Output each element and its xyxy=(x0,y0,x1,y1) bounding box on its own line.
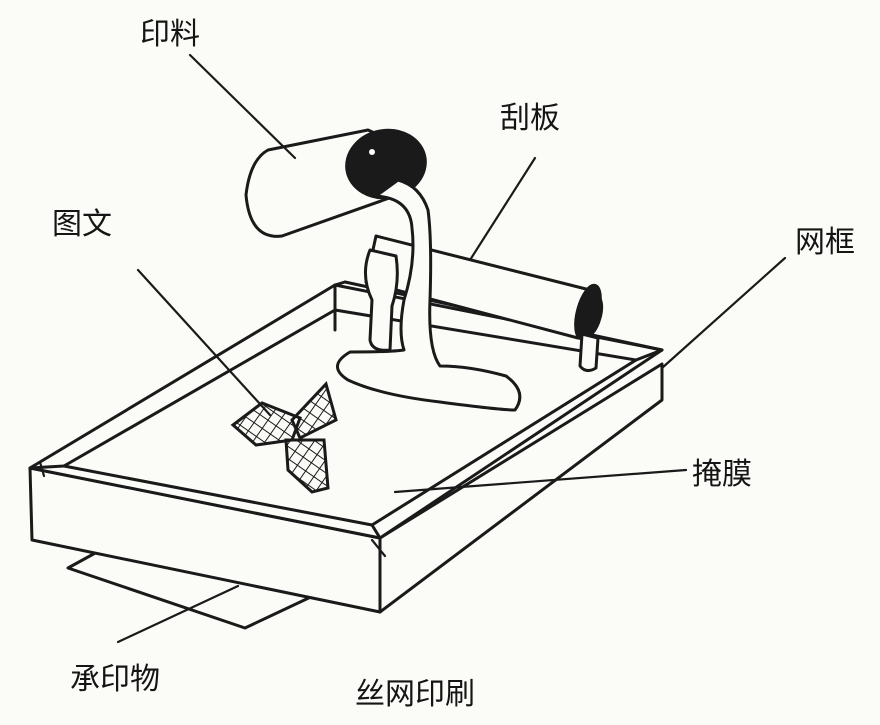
label-image-text: 图文 xyxy=(52,207,112,242)
label-ink: 印料 xyxy=(140,17,200,52)
image-text-pattern xyxy=(230,381,338,494)
label-substrate: 承印物 xyxy=(70,662,160,697)
ink-stream xyxy=(336,178,522,412)
label-mask: 掩膜 xyxy=(692,457,752,492)
label-screen-frame: 网框 xyxy=(795,225,855,260)
leader-lines xyxy=(116,53,787,644)
label-squeegee: 刮板 xyxy=(500,101,560,136)
ink-pot xyxy=(244,128,427,238)
screen-frame xyxy=(28,280,664,614)
diagram-caption: 丝网印刷 xyxy=(355,677,475,712)
